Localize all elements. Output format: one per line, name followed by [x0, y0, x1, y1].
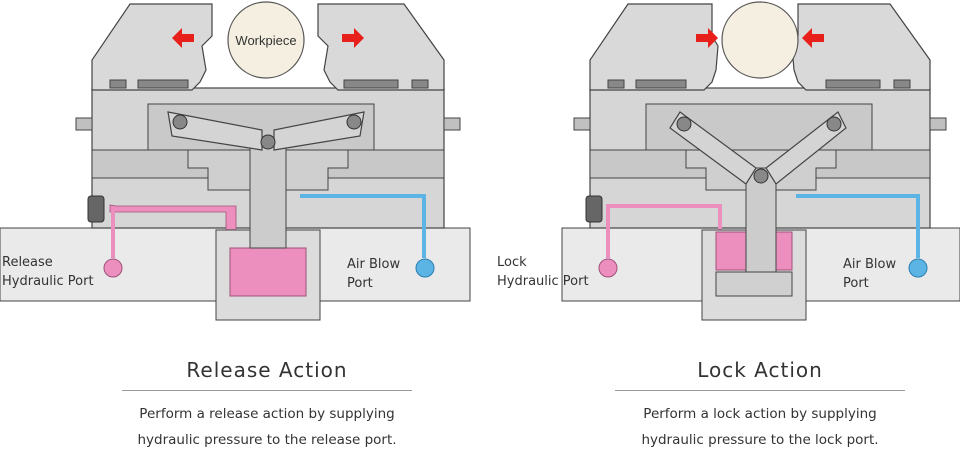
left-jaw: [91, 3, 213, 91]
port-fitting: [585, 195, 603, 223]
port-label-line: Hydraulic Port: [2, 274, 94, 289]
pivot-pin: [826, 116, 842, 132]
jaw-pad: [137, 79, 189, 89]
description-line: Perform a lock action by supplying: [643, 406, 877, 422]
jaw-pad: [607, 79, 625, 89]
air-port-icon: [908, 258, 928, 278]
jaw-pad: [635, 79, 687, 89]
air-blow-port-label: Air Blow Port: [843, 255, 896, 293]
lock-port-icon: [598, 258, 618, 278]
description-line: Perform a release action by supplying: [139, 406, 395, 422]
arrow-right-icon: [696, 28, 718, 48]
port-label-line: Air Blow: [843, 257, 897, 272]
workpiece-label: Workpiece: [235, 33, 296, 48]
pivot-pin: [172, 114, 188, 130]
release-port-label: Release Hydraulic Port: [2, 253, 94, 291]
jaw-pad: [825, 79, 881, 89]
release-chamber: [229, 247, 307, 297]
side-bolt: [443, 117, 461, 131]
lock-clamp-diagram: [561, 1, 960, 321]
pivot-pin: [676, 116, 692, 132]
port-label-line: Port: [843, 276, 869, 291]
arrow-left-icon: [802, 28, 824, 48]
right-lever: [273, 111, 365, 151]
arrow-left-icon: [172, 28, 194, 48]
pivot-pin: [753, 168, 769, 184]
workpiece: [227, 1, 305, 79]
release-clamp-diagram: Workpiece: [0, 1, 471, 321]
pivot-pin: [346, 114, 362, 130]
port-label-line: Release: [2, 255, 53, 270]
lock-action-panel: Lock Hydraulic Port Air Blow Port Lock A…: [490, 0, 961, 449]
left-jaw: [589, 3, 719, 91]
side-bolt: [929, 117, 947, 131]
release-action-description: Perform a release action by supplying hy…: [102, 401, 432, 453]
arrow-right-icon: [342, 28, 364, 48]
description-line: hydraulic pressure to the lock port.: [641, 432, 879, 448]
piston-rod: [249, 137, 287, 249]
lock-port-label: Lock Hydraulic Port: [497, 253, 589, 291]
release-port-icon: [103, 258, 123, 278]
jaw-pad: [109, 79, 127, 89]
port-label-line: Lock: [497, 255, 527, 270]
divider: [122, 390, 412, 391]
jaw-pad: [343, 79, 399, 89]
side-bolt: [573, 117, 591, 131]
port-label-line: Port: [347, 276, 373, 291]
air-blow-line: [300, 194, 426, 258]
port-label-line: Hydraulic Port: [497, 274, 589, 289]
jaw-pad: [893, 79, 911, 89]
right-jaw: [791, 3, 931, 91]
right-lever: [765, 111, 847, 185]
air-blow-port-label: Air Blow Port: [347, 255, 400, 293]
description-line: hydraulic pressure to the release port.: [137, 432, 397, 448]
release-action-panel: Workpiece Release Hydraulic Port Air Blo…: [0, 0, 480, 449]
release-action-title: Release Action: [186, 358, 348, 382]
lock-action-description: Perform a lock action by supplying hydra…: [595, 401, 925, 453]
side-bolt: [75, 117, 93, 131]
right-jaw: [317, 3, 445, 91]
port-label-line: Air Blow: [347, 257, 401, 272]
left-lever: [669, 111, 757, 185]
piston-rod: [745, 167, 777, 273]
air-port-icon: [415, 258, 435, 278]
pivot-pin: [260, 134, 276, 150]
piston-head: [715, 271, 793, 297]
divider: [615, 390, 905, 391]
jaw-pad: [411, 79, 429, 89]
air-blow-line: [796, 194, 920, 258]
left-lever: [167, 111, 263, 151]
workpiece: [721, 1, 799, 79]
lock-action-title: Lock Action: [697, 358, 823, 382]
port-fitting: [87, 195, 105, 223]
